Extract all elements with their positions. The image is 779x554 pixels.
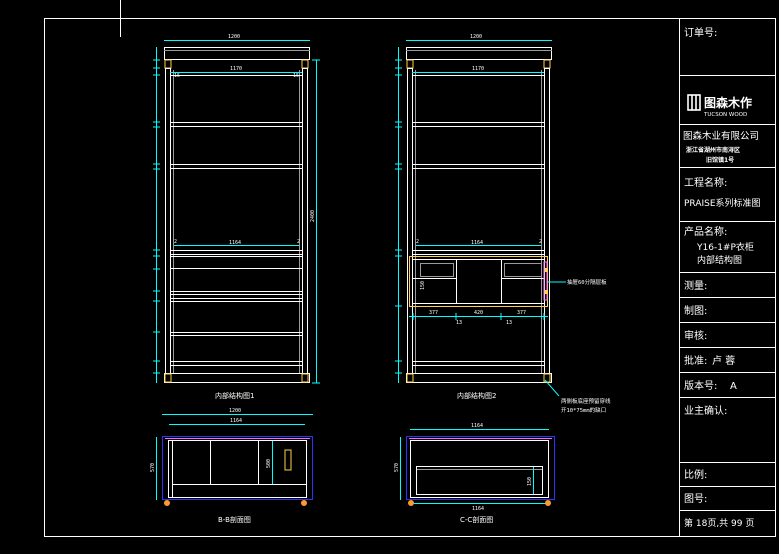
review-label: 审核:: [684, 329, 707, 342]
product-value-1: Y16-1#P衣柜: [696, 241, 754, 253]
order-no-label: 订单号:: [684, 27, 717, 39]
product-label: 产品名称:: [684, 225, 727, 238]
c-dim-drawer-depth: 150: [527, 477, 533, 486]
brand-name: 图森木作: [704, 95, 752, 110]
b-dim-inner-depth: 500: [266, 459, 272, 468]
hole-note-1: 两侧板底座预留穿线: [561, 397, 611, 405]
sheet-border: [44, 18, 776, 537]
section-c-title: C-C剖面图: [460, 515, 493, 524]
view-1-title: 内部结构图1: [215, 391, 254, 400]
v2-dim-edge-left: 2: [416, 239, 419, 245]
b-dim-inner-width: 1164: [230, 418, 242, 424]
approve-value: 卢 蓉: [712, 354, 735, 367]
page-info: 第 18页,共 99 页: [684, 517, 754, 529]
c-dim-bottom-width: 1164: [472, 506, 484, 512]
v1-dim-top-width: 1200: [228, 34, 240, 40]
v1-dim-shelf-edge-right: 2: [297, 239, 300, 245]
view-2-elevation: 1200 1170 1164 2 2 377 420 377 13 13 150…: [395, 34, 611, 414]
v2-dim-gap1: 13: [456, 320, 462, 326]
address-line2: 旧馆镇1号: [706, 156, 734, 164]
product-value-2: 内部结构图: [697, 254, 742, 266]
v2-dim-edge-right: 2: [539, 239, 542, 245]
project-value: PRAISE系列标准图: [684, 197, 761, 209]
project-label: 工程名称:: [684, 176, 727, 189]
v2-dim-drawer-w3: 377: [517, 310, 526, 316]
version-label: 版本号:: [684, 379, 717, 392]
v2-dim-top-width: 1200: [470, 34, 482, 40]
b-dim-depth: 570: [150, 463, 156, 472]
view-1-elevation: 1200 1170 15 15 1164 2 2 2400 内部结构图1: [153, 34, 320, 400]
section-b-b: 1200 1164 570 500 B-B剖面图: [150, 408, 313, 524]
v1-dim-shelf-width: 1164: [229, 240, 241, 246]
owner-label: 业主确认:: [684, 404, 727, 417]
v2-dim-150: 150: [420, 281, 426, 290]
b-dim-outer-width: 1200: [229, 408, 241, 414]
v1-dim-inner-width: 1170: [230, 66, 242, 72]
brand-en: TUCSON WOOD: [703, 112, 747, 118]
v1-dim-total-height: 2400: [310, 210, 316, 222]
drawer-note: 抽屉60分隔层板: [567, 278, 607, 286]
scale-label: 比例:: [684, 468, 707, 481]
drawn-label: 制图:: [684, 304, 707, 317]
drawing-no-label: 图号:: [684, 493, 707, 505]
address-line1: 浙江省湖州市南浔区: [686, 146, 740, 154]
section-c-c: 1164 570 150 1164 C-C剖面图: [394, 423, 555, 524]
brand-logo: [687, 94, 701, 111]
view-2-title: 内部结构图2: [457, 391, 496, 400]
version-value: A: [730, 381, 737, 392]
v2-dim-inner-width: 1170: [472, 66, 484, 72]
v1-dim-side-left: 15: [174, 73, 180, 79]
hole-note-2: 开10*75mm的缺口: [561, 406, 606, 414]
v1-dim-shelf-edge-left: 2: [174, 239, 177, 245]
v1-dim-side-right: 15: [293, 73, 299, 79]
survey-label: 测量:: [684, 279, 707, 292]
c-dim-depth: 570: [394, 463, 400, 472]
v2-dim-shelf-width: 1164: [471, 240, 483, 246]
v2-dim-gap2: 13: [506, 320, 512, 326]
company-name: 图森木业有限公司: [683, 130, 759, 142]
approve-label: 批准:: [684, 354, 707, 367]
c-dim-outer-width: 1164: [471, 423, 483, 429]
section-b-title: B-B剖面图: [218, 515, 251, 524]
title-block: 订单号: 图森木作 TUCSON WOOD 图森木业有限公司 浙江省湖州市南浔区…: [679, 18, 775, 536]
v2-dim-drawer-w1: 377: [429, 310, 438, 316]
v2-dim-drawer-w2: 420: [474, 310, 483, 316]
